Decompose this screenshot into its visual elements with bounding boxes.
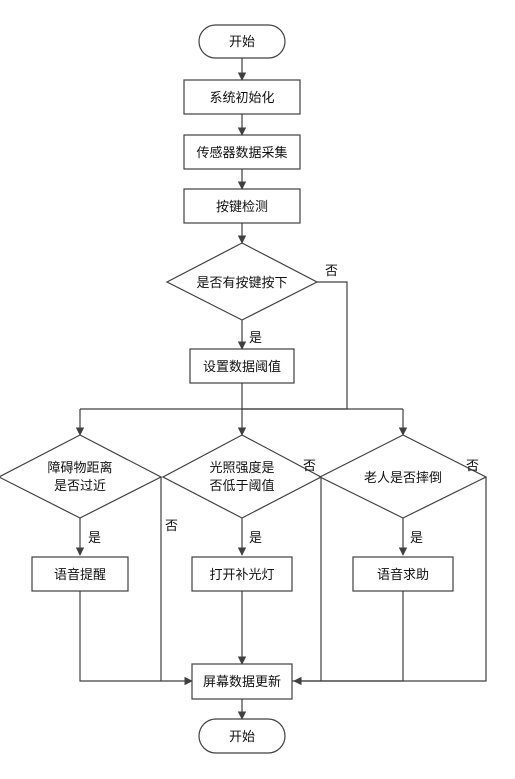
end-label: 开始 <box>229 730 255 745</box>
set-threshold-process: 设置数据阈值 <box>189 348 295 384</box>
light-no-label: 否 <box>303 459 316 474</box>
arrow-voice-alert-to-screen <box>79 591 193 686</box>
system-init-label: 系统初始化 <box>209 91 274 106</box>
voice-help-label: 语音求助 <box>377 567 429 583</box>
voice-alert-process: 语音提醒 <box>31 556 129 592</box>
obstacle-label-line1: 障碍物距离 <box>47 460 112 476</box>
obstacle-yes-label: 是 <box>88 531 101 546</box>
key-pressed-yes-label: 是 <box>249 331 262 346</box>
arrow-voice-help-to-screen <box>293 591 404 686</box>
fill-light-process: 打开补光灯 <box>191 556 293 592</box>
key-pressed-decision: 是否有按键按下 <box>165 242 319 321</box>
voice-alert-label: 语音提醒 <box>54 567 106 583</box>
voice-help-process: 语音求助 <box>352 556 454 592</box>
obstacle-decision: 障碍物距离 是否过近 <box>0 434 163 519</box>
fill-light-label: 打开补光灯 <box>209 568 274 583</box>
light-label-line1: 光照强度是 <box>209 460 274 476</box>
arrow-fall-no <box>292 477 487 682</box>
fall-no-label: 否 <box>466 459 479 474</box>
end-terminal: 开始 <box>198 718 286 754</box>
start-terminal: 开始 <box>198 24 286 59</box>
screen-update-process: 屏幕数据更新 <box>191 663 293 700</box>
fall-decision: 老人是否摔倒 <box>318 434 488 519</box>
system-init-process: 系统初始化 <box>183 79 301 115</box>
key-check-process: 按键检测 <box>183 188 301 224</box>
start-label: 开始 <box>229 35 255 50</box>
light-label-line2: 否低于阈值 <box>209 478 274 494</box>
light-decision: 光照强度是 否低于阈值 <box>161 434 323 519</box>
sensor-collect-process: 传感器数据采集 <box>183 134 301 170</box>
screen-update-label: 屏幕数据更新 <box>203 674 281 690</box>
sensor-collect-label: 传感器数据采集 <box>196 145 287 161</box>
fall-label: 老人是否摔倒 <box>364 470 442 486</box>
set-threshold-label: 设置数据阈值 <box>203 359 281 375</box>
light-yes-label: 是 <box>249 531 262 546</box>
key-pressed-no-label: 否 <box>325 264 338 279</box>
obstacle-no-label: 否 <box>165 519 178 534</box>
connectors <box>75 58 487 720</box>
fall-yes-label: 是 <box>410 531 423 546</box>
obstacle-label-line2: 是否过近 <box>54 479 106 494</box>
key-pressed-label: 是否有按键按下 <box>196 276 287 291</box>
key-check-label: 按键检测 <box>216 200 268 215</box>
